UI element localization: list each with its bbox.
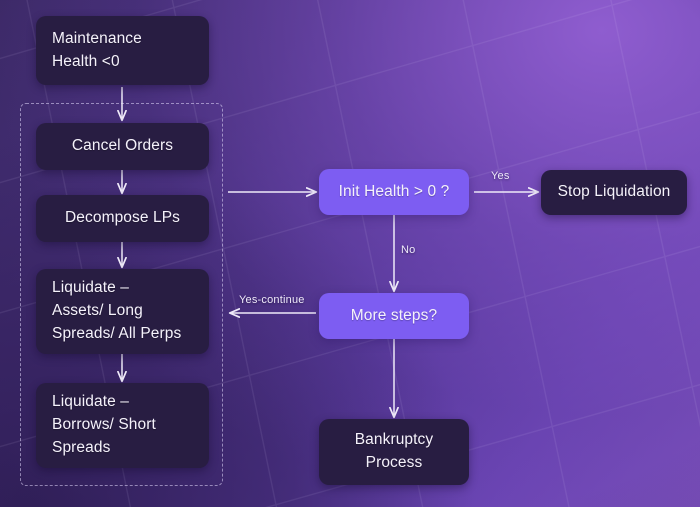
- node-liquidate-borrows[interactable]: Liquidate – Borrows/ Short Spreads: [36, 383, 209, 468]
- edge-label-no: No: [401, 244, 416, 256]
- node-bankruptcy-process[interactable]: Bankruptcy Process: [319, 419, 469, 485]
- node-cancel-orders[interactable]: Cancel Orders: [36, 123, 209, 170]
- node-stop-liquidation[interactable]: Stop Liquidation: [541, 170, 687, 215]
- node-decompose-lps[interactable]: Decompose LPs: [36, 195, 209, 242]
- node-maintenance-health[interactable]: Maintenance Health <0: [36, 16, 209, 85]
- edge-label-yes-continue: Yes-continue: [239, 294, 305, 306]
- node-liquidate-assets[interactable]: Liquidate – Assets/ Long Spreads/ All Pe…: [36, 269, 209, 354]
- node-more-steps[interactable]: More steps?: [319, 293, 469, 339]
- node-init-health[interactable]: Init Health > 0 ?: [319, 169, 469, 215]
- edge-label-yes: Yes: [491, 170, 510, 182]
